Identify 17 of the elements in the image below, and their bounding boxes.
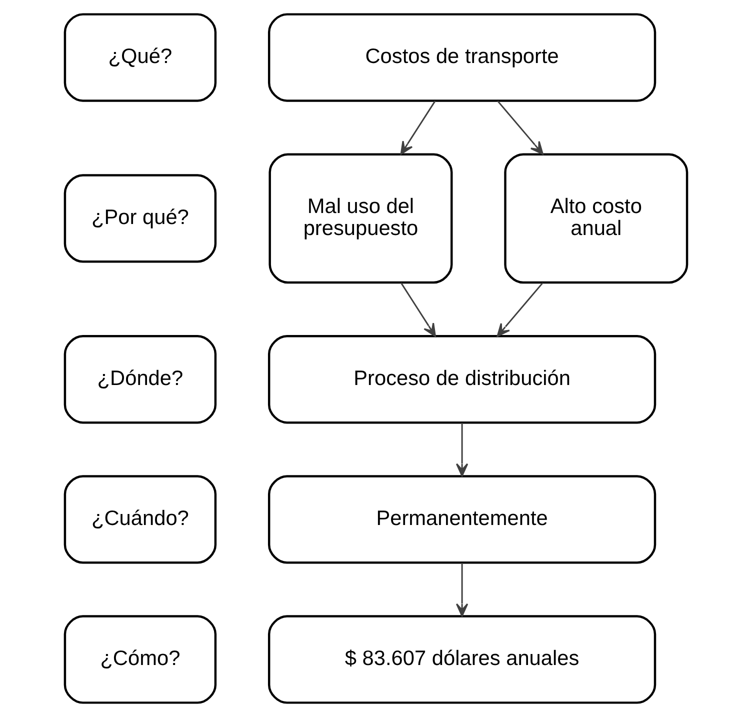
node-box: ¿Dónde? xyxy=(64,335,217,424)
node-box: Permanentemente xyxy=(268,475,656,564)
arrow xyxy=(496,282,544,337)
node-box: Proceso de distribución xyxy=(268,335,656,424)
node-box: Costos de transporte xyxy=(268,13,656,102)
arrow xyxy=(497,100,544,155)
node-box: ¿Cuándo? xyxy=(64,475,217,564)
arrow xyxy=(456,422,468,477)
node-box: ¿Por qué? xyxy=(64,174,217,263)
arrow xyxy=(400,100,436,155)
arrow xyxy=(400,282,436,337)
node-box: ¿Cómo? xyxy=(64,615,217,704)
node-box: Alto costo anual xyxy=(504,153,688,284)
arrow xyxy=(456,562,468,617)
node-box: Mal uso del presupuesto xyxy=(268,153,453,284)
node-box: ¿Qué? xyxy=(64,13,217,102)
node-box: $ 83.607 dólares anuales xyxy=(268,615,656,704)
